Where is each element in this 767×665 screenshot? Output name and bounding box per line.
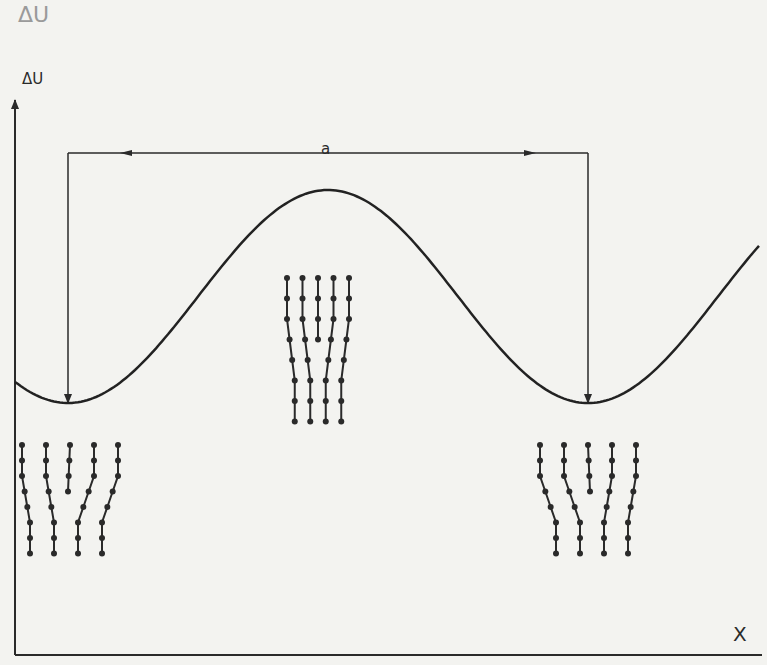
potential-curve xyxy=(15,190,759,403)
dislocation-minimum xyxy=(537,442,639,557)
dislocation-saddle xyxy=(284,275,352,425)
dislocation-minimum xyxy=(19,442,121,557)
minimum-arrow xyxy=(67,153,69,403)
pencil-note: ΔU xyxy=(18,4,49,26)
y-axis xyxy=(14,100,16,655)
dimension-arrow xyxy=(524,150,536,156)
dimension-arrow xyxy=(120,150,132,156)
dimension-label: a xyxy=(321,142,330,157)
axis-label: X xyxy=(733,624,747,644)
x-axis xyxy=(15,654,762,656)
minimum-arrow xyxy=(587,153,589,403)
axis-label: ΔU xyxy=(22,72,43,87)
